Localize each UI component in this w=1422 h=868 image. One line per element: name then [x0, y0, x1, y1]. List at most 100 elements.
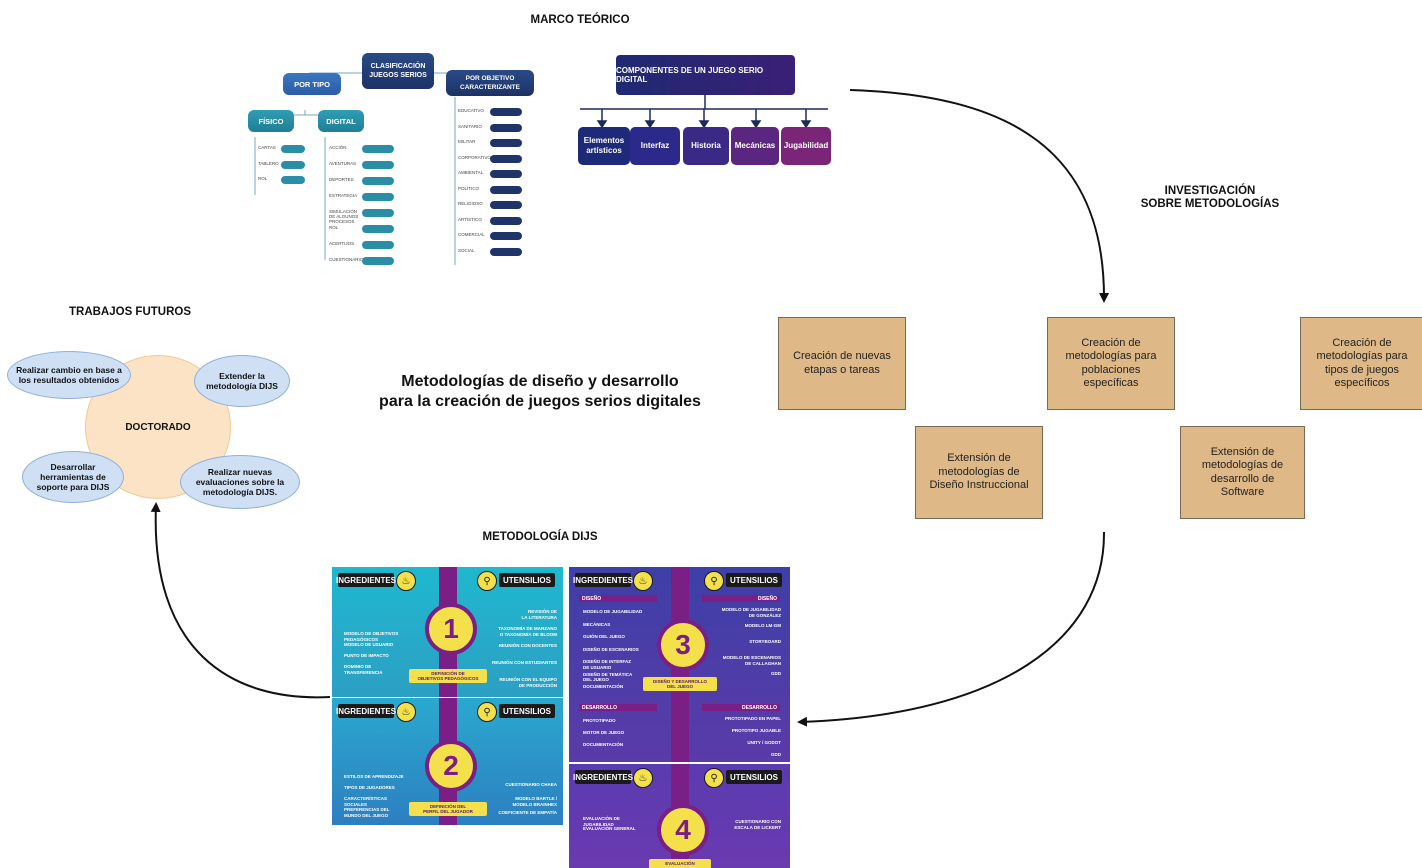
taxonomy-fisico: FÍSICO [248, 110, 294, 132]
section-desarrollo-left: DESARROLLO [579, 704, 657, 711]
component-box: Mecánicas [731, 127, 779, 165]
taxonomy-leaf: EDUCATIVO [458, 108, 484, 113]
pot-icon: ♨ [633, 571, 653, 591]
panel-item: MODELO DE USUARIO [344, 642, 394, 647]
taxonomy-leaf: CORPORATIVO [458, 154, 491, 160]
panel-item: MOTOR DE JUEGO [583, 730, 625, 735]
ingredientes-tab: INGREDIENTES [336, 573, 396, 587]
taxonomy-leaf: ACCIÓN [329, 145, 347, 150]
taxonomy-leaf: SANITARIO [458, 123, 482, 129]
panel-item: MODELO DE JUGABILIDAD DE GONZÁLEZ [721, 607, 781, 618]
step-label-3: DISEÑO Y DESARROLLO DEL JUEGO [643, 677, 717, 691]
panel-item: REUNIÓN CON DOCENTES [498, 643, 557, 648]
heading-trabajos-futuros: TRABAJOS FUTUROS [68, 306, 192, 318]
pot-icon: ♨ [396, 571, 416, 591]
taxonomy-pill [490, 232, 522, 240]
spoon-icon: ⚲ [704, 571, 724, 591]
taxonomy-leaf: AMBIENTAL [458, 170, 484, 175]
step-label-1: DEFINICIÓN DE OBJETIVOS PEDAGÓGICOS [409, 669, 487, 683]
panel-item: UNITY / GODOT [747, 740, 781, 745]
ingredientes-tab: INGREDIENTES [573, 573, 633, 587]
panel-item: MODELO DE OBJETIVOS PEDAGÓGICOS [344, 631, 399, 642]
step-label-4: EVALUACIÓN [649, 859, 711, 868]
panel-item: COEFICIENTE DE EMPATÍA [498, 810, 557, 815]
component-box: Interfaz [630, 127, 680, 165]
method-nuevas-etapas: Creación de nuevas etapas o tareas [778, 317, 906, 410]
taxonomy-leaf: ARTÍSTICO [458, 216, 482, 222]
taxonomy-root: CLASIFICACIÓN JUEGOS SERIOS [362, 53, 434, 89]
heading-metodologia-dijs: METODOLOGÍA DIJS [482, 531, 598, 543]
dijs-panel-3: INGREDIENTES♨ ⚲UTENSILIOS DISEÑO DISEÑO DESA… [569, 567, 790, 762]
taxonomy-pill [362, 241, 394, 249]
panel-item: GUIÓN DEL JUEGO [583, 634, 625, 639]
utensilios-tab: UTENSILIOS [726, 573, 782, 587]
pot-icon: ♨ [396, 702, 416, 722]
taxonomy-pill [281, 160, 305, 169]
panel-item: CUESTIONARIO CON ESCALA DE LICKERT [734, 819, 781, 830]
panel-item: REUNIÓN CON ESTUDIANTES [491, 660, 557, 665]
diagram-title: Metodologías de diseño y desarrollo para… [379, 373, 701, 410]
panel-item: EVALUACIÓN GENERAL [583, 826, 636, 831]
panel-item: PROTOTIPO JUGABLE [731, 728, 781, 733]
future-item-cambio: Realizar cambio en base a los resultados… [7, 351, 131, 399]
step-label-2: DEFINICIÓN DEL PERFIL DEL JUGADOR [409, 802, 487, 816]
step-number-2: 2 [425, 740, 477, 792]
taxonomy-leaf: SOCIAL [458, 247, 475, 253]
component-box: Jugabilidad [781, 127, 831, 165]
panel-item: PROTOTIPADO EN PAPEL [724, 716, 781, 721]
taxonomy-leaf: ACERTIJOS [329, 241, 355, 246]
taxonomy-por-tipo: POR TIPO [283, 73, 341, 95]
panel-item: TAXONOMÍA DE MARZANO O TAXONOMÍA DE BLOO… [498, 626, 557, 637]
pot-icon: ♨ [633, 768, 653, 788]
taxonomy-leaf: DEPORTES [329, 177, 354, 182]
taxonomy-pill [281, 145, 305, 153]
section-diseno-left: DISEÑO [579, 595, 657, 602]
section-diseno-right: DISEÑO [702, 595, 780, 602]
method-diseno-instruccional: Extensión de metodologías de Diseño Inst… [915, 426, 1043, 519]
components-connectors [580, 95, 828, 129]
heading-marco-teorico: MARCO TEÓRICO [530, 14, 630, 26]
future-item-evaluaciones: Realizar nuevas evaluaciones sobre la me… [180, 455, 300, 509]
spoon-icon: ⚲ [477, 702, 497, 722]
taxonomy-pill [362, 177, 394, 185]
taxonomy-leaf: RELIGIOSO [458, 201, 483, 206]
panel-item: EVALUACIÓN DE JUGABILIDAD [583, 816, 620, 827]
panel-item: MODELO LM-GM [744, 623, 781, 628]
taxonomy-pill [490, 123, 522, 132]
taxonomy-pill [490, 201, 522, 209]
panel-item: CARACTERÍSTICAS SOCIALES [344, 796, 388, 807]
panel-item: REUNIÓN CON EL EQUIPO DE PRODUCCIÓN [499, 677, 557, 688]
panel-item: DOCUMENTACIÓN [583, 684, 624, 689]
utensilios-tab: UTENSILIOS [726, 770, 782, 784]
future-item-extender: Extender la metodología DIJS [194, 355, 290, 407]
panel-item: MECÁNICAS [583, 621, 611, 627]
utensilios-tab: UTENSILIOS [499, 704, 555, 718]
panel-item: ESTILOS DE APRENDIZAJE [344, 774, 404, 779]
component-box: Elementos artísticos [578, 127, 630, 165]
taxonomy-leaf: CUESTIONARIOS [329, 257, 367, 262]
method-tipos-juegos: Creación de metodologías para tipos de j… [1300, 317, 1422, 410]
taxonomy-leaf: AVENTURAS [329, 161, 357, 166]
taxonomy-leaf: TABLERO [258, 160, 279, 166]
taxonomy-pill [490, 108, 522, 116]
spoon-icon: ⚲ [477, 571, 497, 591]
taxonomy-leaf: ESTRATEGIA [329, 193, 358, 198]
panel-item: MODELO DE JUGABILIDAD [583, 609, 643, 614]
taxonomy-pill [490, 139, 522, 147]
arrow-research-to-dijs [797, 531, 1106, 727]
section-desarrollo-right: DESARROLLO [702, 704, 780, 711]
taxonomy-digital: DIGITAL [318, 110, 364, 132]
taxonomy-pill [490, 247, 522, 256]
panel-item: DOCUMENTACIÓN [583, 742, 624, 747]
taxonomy-leaf: ROL [258, 176, 268, 181]
panel-item: PREFERENCIAS DEL MUNDO DEL JUEGO [344, 807, 390, 818]
taxonomy-pill [362, 161, 394, 169]
taxonomy-pill [362, 209, 394, 217]
panel-item: DOMINIO DE TRANSFERENCIA [344, 664, 383, 675]
ingredientes-tab: INGREDIENTES [336, 704, 396, 718]
spoon-icon: ⚲ [704, 768, 724, 788]
panel-item: MODELO BARTLE / MODELO BRAINHEX [512, 796, 557, 807]
